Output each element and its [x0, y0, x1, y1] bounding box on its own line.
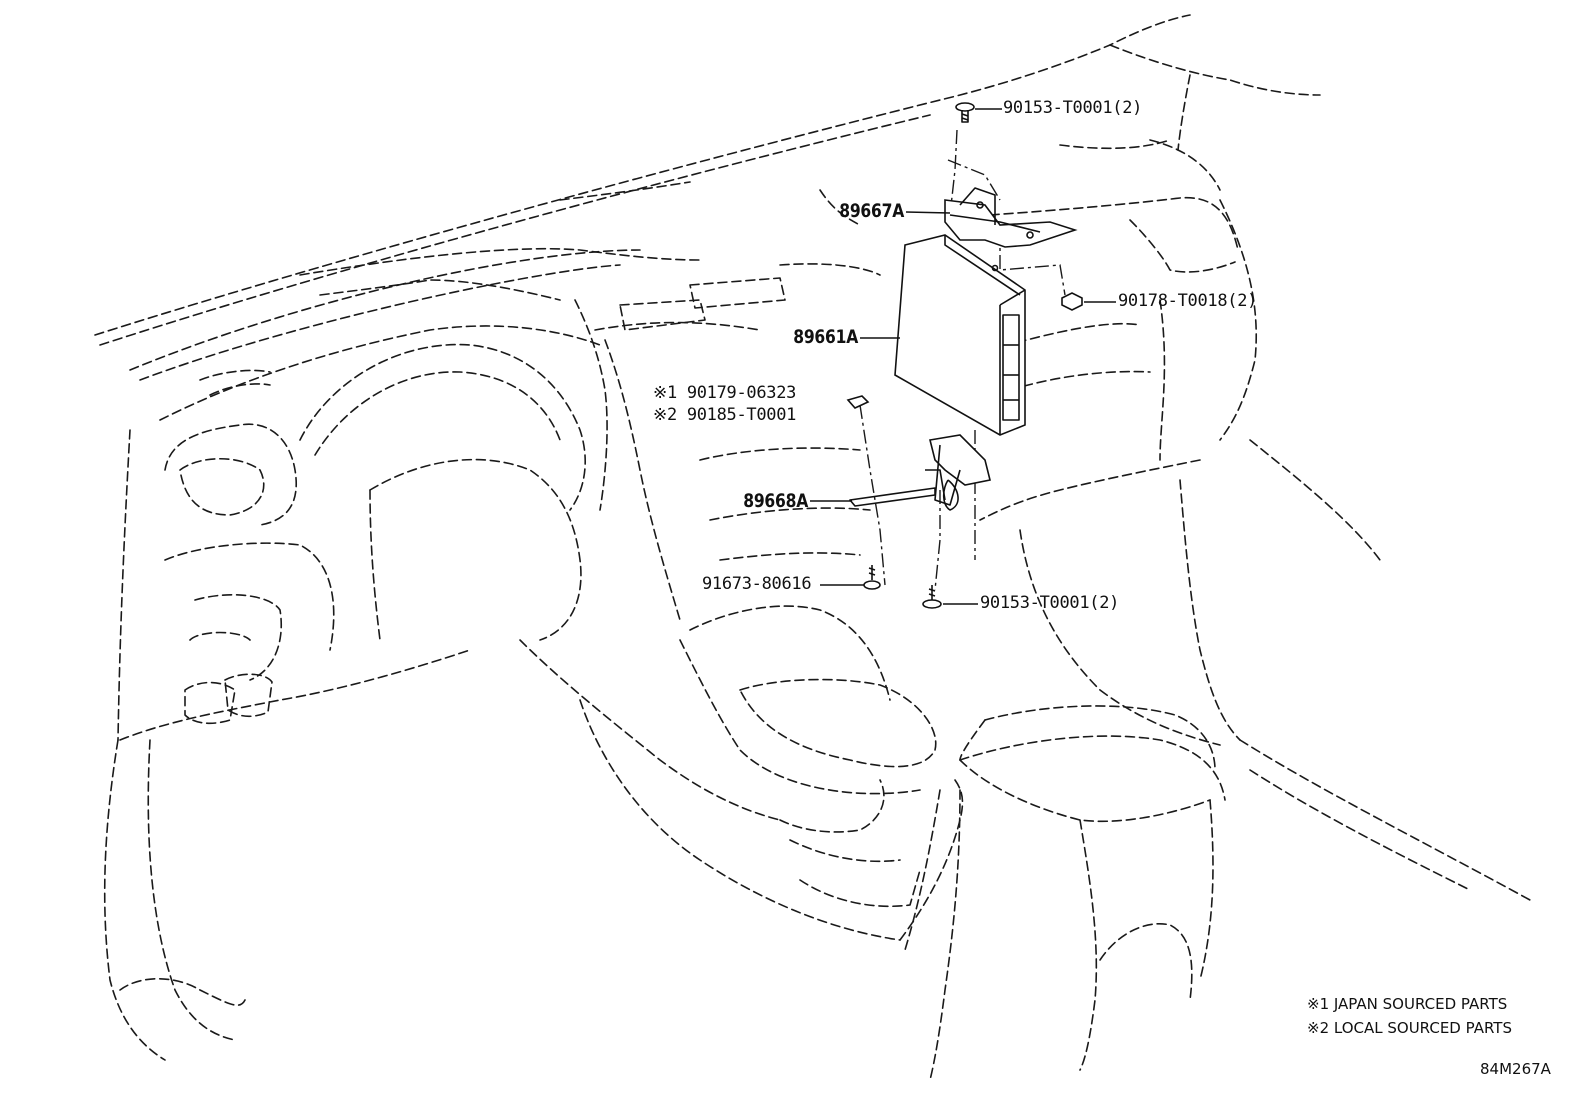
label-lower-bracket: 89668A	[743, 490, 808, 512]
upper-bracket	[944, 187, 1078, 248]
label-bolt-bottom: 90153-T0001(2)	[980, 593, 1120, 613]
label-clip-jp: ※1 90179-06323	[653, 383, 797, 403]
label-ecu: 89661A	[793, 326, 858, 348]
lower-bracket	[849, 434, 991, 511]
note-local-sourced: ※2 LOCAL SOURCED PARTS	[1307, 1019, 1512, 1037]
diagram-code: 84M267A	[1480, 1060, 1551, 1078]
label-clip-local: ※2 90185-T0001	[653, 405, 797, 425]
ecu-unit	[894, 234, 1026, 436]
label-screw: 91673-80616	[702, 574, 812, 594]
clip-icon	[846, 395, 870, 409]
bolt-top-icon	[955, 102, 975, 123]
label-nut: 90178-T0018(2)	[1118, 291, 1258, 311]
label-upper-bracket: 89667A	[839, 200, 904, 222]
bolt-bottom-icon	[922, 585, 942, 609]
screw-icon	[863, 565, 881, 590]
label-bolt-top: 90153-T0001(2)	[1003, 98, 1143, 118]
nut-icon	[1061, 292, 1083, 311]
note-japan-sourced: ※1 JAPAN SOURCED PARTS	[1307, 995, 1508, 1013]
